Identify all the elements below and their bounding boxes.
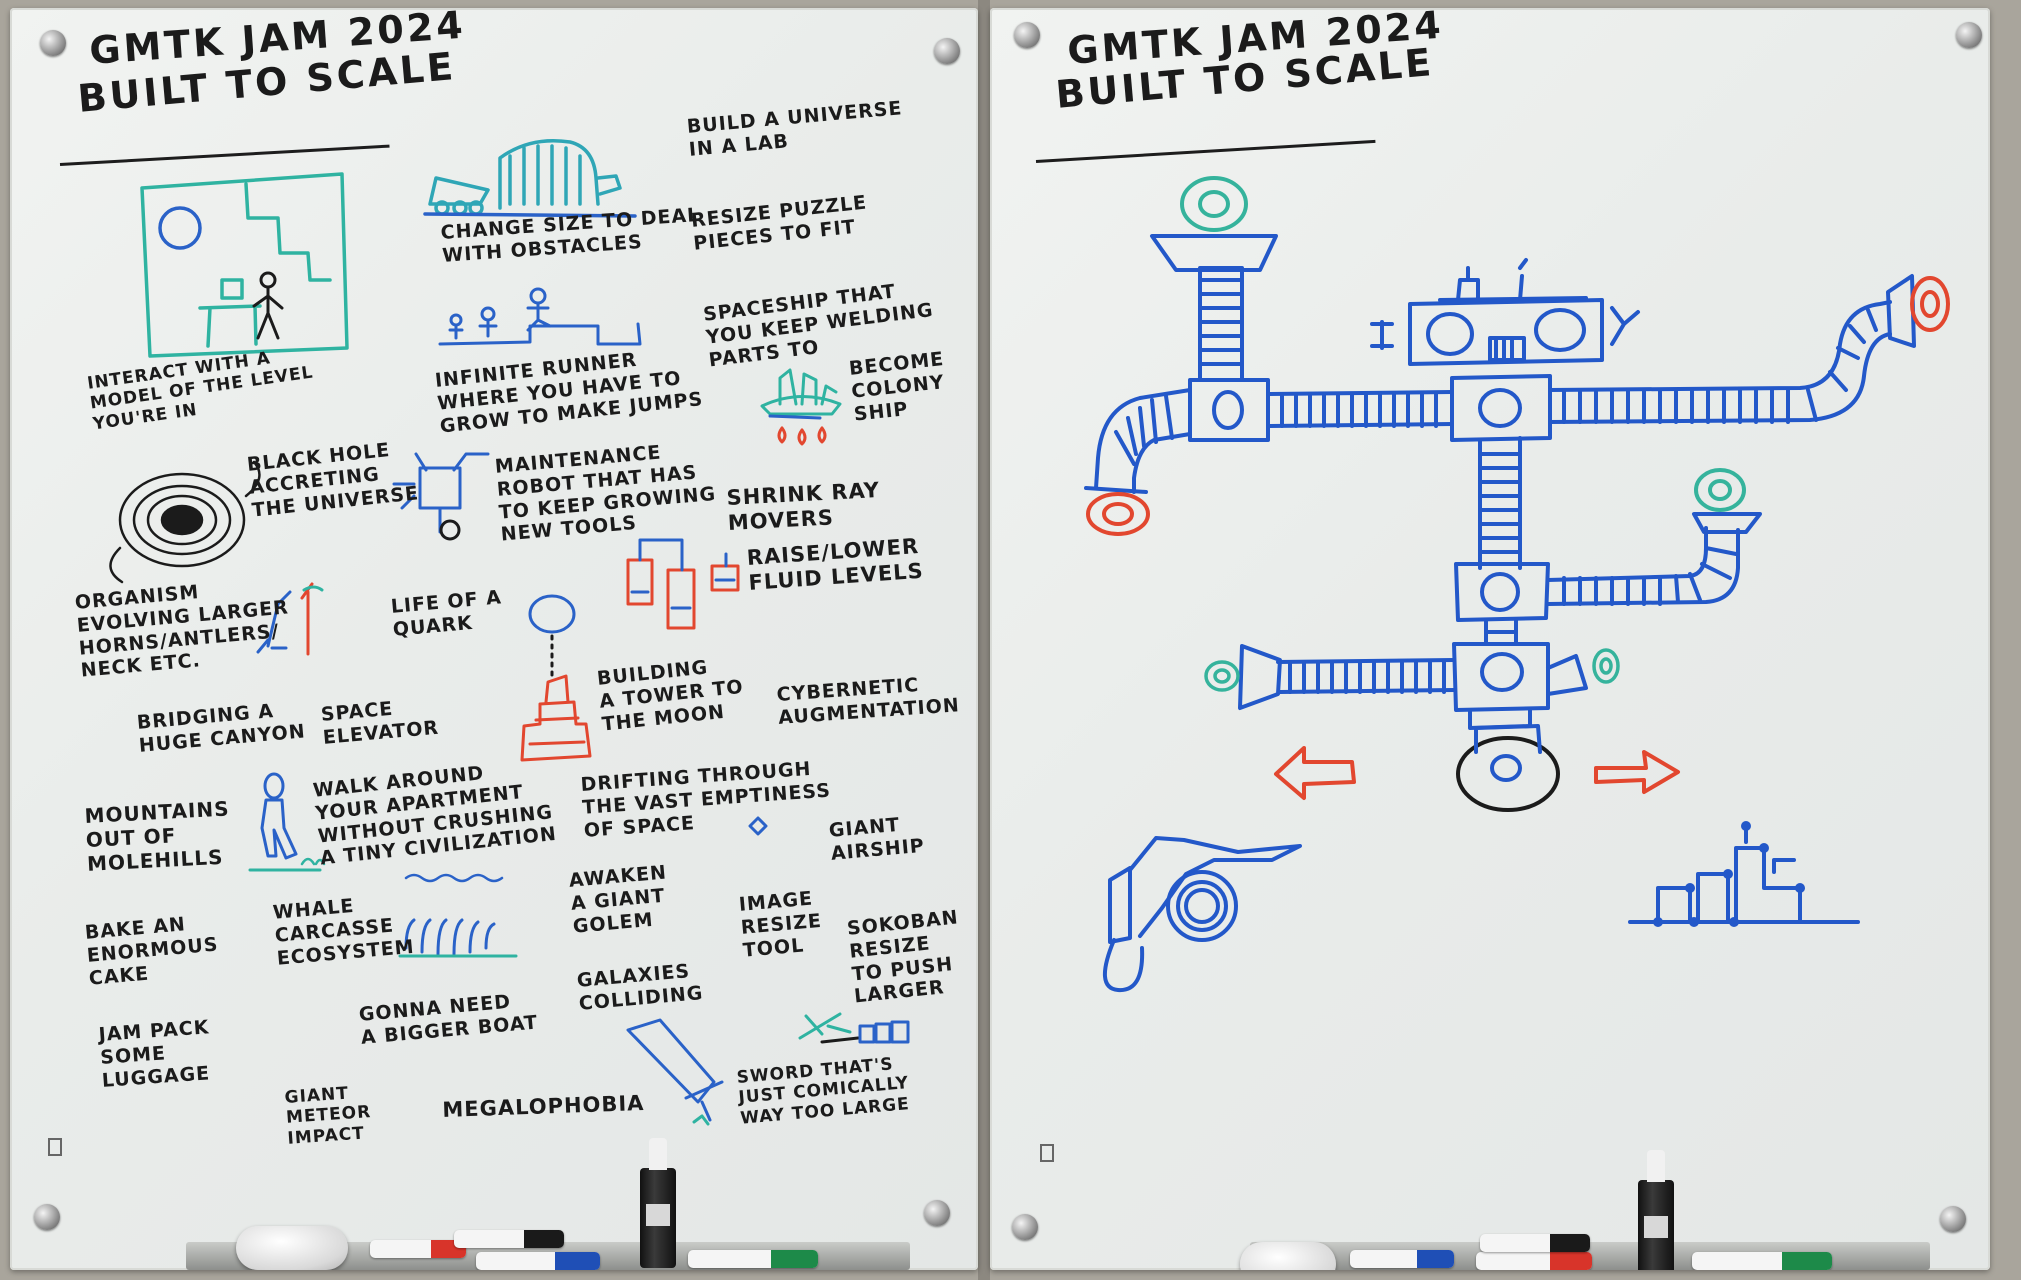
mounting-bolt bbox=[1014, 22, 1040, 48]
mounting-bolt bbox=[1012, 1214, 1038, 1240]
fluid-levels-sketch bbox=[626, 538, 740, 630]
red-target bbox=[1910, 276, 1950, 332]
whale-carcass-sketch bbox=[398, 918, 518, 958]
mounting-bolt bbox=[1940, 1206, 1966, 1232]
pipe-segment bbox=[1478, 436, 1522, 570]
pipe-segment bbox=[1546, 512, 1762, 606]
idea-note: IMAGE RESIZE TOOL bbox=[738, 887, 823, 962]
idea-note: ORGANISM EVOLVING LARGER HORNS/ANTLERS/ … bbox=[74, 581, 290, 683]
idea-note: MOUNTAINS OUT OF MOLEHILLS bbox=[84, 796, 231, 876]
whiteboard-cleaner-spray[interactable] bbox=[1638, 1150, 1674, 1270]
wall-gap bbox=[978, 0, 990, 1280]
robot-head bbox=[1370, 258, 1640, 366]
network-blocks-sketch bbox=[1628, 821, 1860, 927]
move-arrow-right bbox=[1594, 750, 1680, 794]
brand-logo bbox=[1040, 1144, 1054, 1162]
pipe-segment bbox=[1150, 234, 1278, 382]
idea-note: AWAKEN A GIANT GOLEM bbox=[568, 861, 668, 938]
blue-marker[interactable] bbox=[476, 1252, 600, 1270]
black-marker[interactable] bbox=[1480, 1234, 1590, 1252]
idea-note: BECOME COLONY SHIP bbox=[848, 348, 946, 426]
red-target bbox=[1086, 492, 1150, 536]
green-target bbox=[1204, 648, 1620, 692]
left-board-sketches bbox=[109, 138, 910, 1126]
mounting-bolt bbox=[40, 30, 66, 56]
idea-note: LIFE OF A QUARK bbox=[390, 586, 503, 641]
infinite-runner-sketch bbox=[438, 287, 642, 346]
green-target bbox=[1694, 468, 1746, 512]
whiteboard-eraser[interactable] bbox=[1240, 1242, 1336, 1270]
quark-sketch bbox=[528, 594, 576, 678]
blue-marker[interactable] bbox=[1350, 1250, 1454, 1268]
tool-attachment-sketch bbox=[1102, 836, 1302, 993]
mounting-bolt bbox=[34, 1204, 60, 1230]
pipe-segment bbox=[1266, 390, 1454, 428]
green-marker[interactable] bbox=[688, 1250, 818, 1268]
size-change-sketch bbox=[423, 138, 637, 218]
level-model-sketch bbox=[140, 172, 349, 358]
pipe-segment bbox=[1084, 388, 1192, 494]
idea-note: WHALE CARCASSE ECOSYSTEM bbox=[272, 894, 416, 970]
green-target bbox=[1180, 176, 1248, 232]
giant-walker-sketch bbox=[248, 772, 322, 872]
organism-sketch bbox=[256, 582, 324, 656]
colony-ship-sketch bbox=[760, 368, 842, 420]
idea-note: JAM PACK SOME LUGGAGE bbox=[98, 1016, 211, 1092]
maintenance-robot-sketch bbox=[392, 452, 490, 541]
black-hole-sketch bbox=[109, 460, 261, 584]
left-whiteboard: GMTK Jam 2024 BUILT TO SCALE bbox=[10, 8, 978, 1270]
black-marker[interactable] bbox=[454, 1230, 564, 1248]
mounting-bolt bbox=[1956, 22, 1982, 48]
green-marker[interactable] bbox=[1692, 1252, 1832, 1270]
red-marker[interactable] bbox=[370, 1240, 466, 1258]
idea-note: GIANT METEOR IMPACT bbox=[284, 1083, 372, 1149]
robot-wheel bbox=[1456, 724, 1560, 812]
whiteboard-eraser[interactable] bbox=[236, 1226, 348, 1270]
idea-note: SOKOBAN RESIZE TO PUSH LARGER bbox=[846, 906, 960, 1008]
red-marker[interactable] bbox=[1476, 1252, 1592, 1270]
pipe-segment bbox=[1238, 618, 1588, 730]
sokoban-sketch bbox=[798, 1012, 860, 1044]
idea-note: GIANT AIRSHIP bbox=[828, 813, 926, 865]
mounting-bolt bbox=[924, 1200, 950, 1226]
tower-to-moon-sketch bbox=[520, 674, 592, 762]
whiteboard-cleaner-spray[interactable] bbox=[640, 1138, 676, 1268]
move-arrow-left bbox=[1274, 746, 1356, 800]
idea-note: MAINTENANCE ROBOT THAT HAS TO KEEP GROWI… bbox=[494, 441, 717, 547]
right-whiteboard: GMTK Jam 2024 BUILT TO SCALE bbox=[990, 8, 1990, 1270]
idea-note: BAKE AN ENORMOUS CAKE bbox=[84, 913, 220, 990]
mounting-bolt bbox=[934, 38, 960, 64]
giant-sword-sketch bbox=[626, 1018, 724, 1126]
pipe-segment bbox=[1548, 274, 1916, 424]
right-board-pipe-robot-sketch bbox=[1084, 176, 1950, 993]
brand-logo bbox=[48, 1138, 62, 1156]
